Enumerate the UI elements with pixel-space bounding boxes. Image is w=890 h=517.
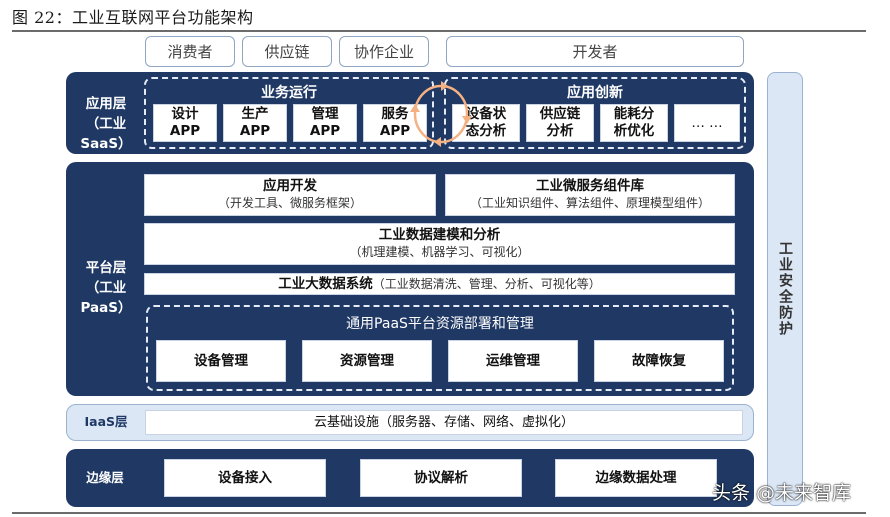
top-divider bbox=[12, 30, 866, 32]
ops-mgmt: 运维管理 bbox=[448, 340, 578, 382]
edge-layer: 边缘层 设备接入 协议解析 边缘数据处理 bbox=[66, 449, 754, 507]
supply-chain-analysis-line1: 供应链 bbox=[539, 106, 581, 122]
modeling-box: 工业数据建模和分析 （机理建模、机器学习、可视化） bbox=[144, 223, 735, 265]
app-layer: 应用层 （工业SaaS） 业务运行 设计 APP 生产 APP 管理 APP 服… bbox=[66, 72, 754, 154]
microservice-title: 工业微服务组件库 bbox=[536, 178, 644, 194]
app-innovation-group: 应用创新 设备状 态分析 供应链 分析 能耗分 析优化 … … bbox=[444, 77, 746, 149]
management-app-line2: APP bbox=[309, 123, 341, 139]
paas-mgmt-group: 通用PaaS平台资源部署和管理 设备管理 资源管理 运维管理 故障恢复 bbox=[146, 305, 734, 391]
supply-chain-analysis-line2: 分析 bbox=[546, 123, 574, 139]
business-ops-group: 业务运行 设计 APP 生产 APP 管理 APP 服务 APP bbox=[144, 77, 434, 149]
management-app: 管理 APP bbox=[293, 104, 357, 142]
stakeholder-partner: 协作企业 bbox=[339, 36, 429, 67]
platform-layer-subtitle: （工业PaaS） bbox=[80, 280, 132, 316]
bigdata-box: 工业大数据系统 （工业数据清洗、管理、分析、可视化等） bbox=[144, 273, 735, 295]
more-apps-ellipsis: … … bbox=[691, 114, 723, 131]
modeling-sub: （机理建模、机器学习、可视化） bbox=[349, 245, 530, 259]
production-app-line2: APP bbox=[239, 123, 271, 139]
device-mgmt: 设备管理 bbox=[156, 340, 286, 382]
microservice-box: 工业微服务组件库 （工业知识组件、算法组件、原理模型组件） bbox=[445, 174, 735, 216]
app-layer-label: 应用层 （工业SaaS） bbox=[66, 94, 146, 154]
business-ops-title: 业务运行 bbox=[261, 85, 317, 101]
watermark: 头条 @未来智库 bbox=[712, 482, 852, 504]
energy-optimization-line2: 析优化 bbox=[613, 123, 655, 139]
management-app-line1: 管理 bbox=[311, 106, 339, 122]
energy-optimization-app: 能耗分 析优化 bbox=[600, 104, 668, 142]
bigdata-sub: （工业数据清洗、管理、分析、可视化等） bbox=[372, 276, 601, 291]
app-layer-title: 应用层 bbox=[85, 96, 127, 112]
energy-optimization-line1: 能耗分 bbox=[613, 106, 655, 122]
platform-layer: 平台层 （工业PaaS） 应用开发 （开发工具、微服务框架） 工业微服务组件库 … bbox=[66, 162, 754, 396]
resource-mgmt: 资源管理 bbox=[302, 340, 432, 382]
production-app-line1: 生产 bbox=[241, 106, 269, 122]
iaas-layer: IaaS层 云基础设施（服务器、存储、网络、虚拟化） bbox=[66, 404, 754, 441]
more-apps: … … bbox=[674, 104, 740, 142]
platform-layer-label: 平台层 （工业PaaS） bbox=[66, 258, 146, 318]
design-app: 设计 APP bbox=[153, 104, 217, 142]
bigdata-title: 工业大数据系统 bbox=[278, 275, 373, 292]
design-app-line2: APP bbox=[169, 123, 201, 139]
app-dev-sub: （开发工具、微服务框架） bbox=[217, 196, 362, 210]
protocol-parsing: 协议解析 bbox=[360, 459, 522, 497]
edge-layer-label: 边缘层 bbox=[86, 470, 124, 485]
equipment-analysis-line2: 态分析 bbox=[465, 123, 507, 139]
cloud-infra-box: 云基础设施（服务器、存储、网络、虚拟化） bbox=[145, 410, 743, 435]
stakeholder-consumer: 消费者 bbox=[145, 36, 235, 67]
platform-layer-title: 平台层 bbox=[85, 260, 127, 276]
app-dev-box: 应用开发 （开发工具、微服务框架） bbox=[144, 174, 436, 216]
app-layer-subtitle: （工业SaaS） bbox=[80, 116, 132, 152]
edge-data-processing: 边缘数据处理 bbox=[555, 459, 717, 497]
service-app-line1: 服务 bbox=[381, 106, 409, 122]
supply-chain-analysis-app: 供应链 分析 bbox=[526, 104, 594, 142]
stakeholder-developer: 开发者 bbox=[446, 36, 744, 67]
paas-mgmt-title: 通用PaaS平台资源部署和管理 bbox=[346, 316, 534, 332]
figure-caption: 图 22：工业互联网平台功能架构 bbox=[12, 8, 254, 27]
app-innovation-title: 应用创新 bbox=[567, 85, 623, 101]
service-app-line2: APP bbox=[379, 123, 411, 139]
security-label: 工业安全防护 bbox=[777, 241, 793, 337]
equipment-analysis-line1: 设备状 bbox=[465, 106, 507, 122]
equipment-analysis-app: 设备状 态分析 bbox=[452, 104, 520, 142]
cycle-arrows-icon bbox=[410, 81, 472, 147]
device-access: 设备接入 bbox=[164, 459, 326, 497]
security-bar: 工业安全防护 bbox=[767, 72, 803, 506]
bottom-divider bbox=[12, 512, 866, 514]
iaas-layer-label: IaaS层 bbox=[84, 414, 128, 429]
modeling-title: 工业数据建模和分析 bbox=[378, 227, 501, 243]
stakeholder-supply-chain: 供应链 bbox=[242, 36, 332, 67]
app-dev-title: 应用开发 bbox=[263, 178, 317, 194]
microservice-sub: （工业知识组件、算法组件、原理模型组件） bbox=[469, 196, 710, 210]
production-app: 生产 APP bbox=[223, 104, 287, 142]
design-app-line1: 设计 bbox=[171, 106, 199, 122]
fault-recovery: 故障恢复 bbox=[594, 340, 724, 382]
